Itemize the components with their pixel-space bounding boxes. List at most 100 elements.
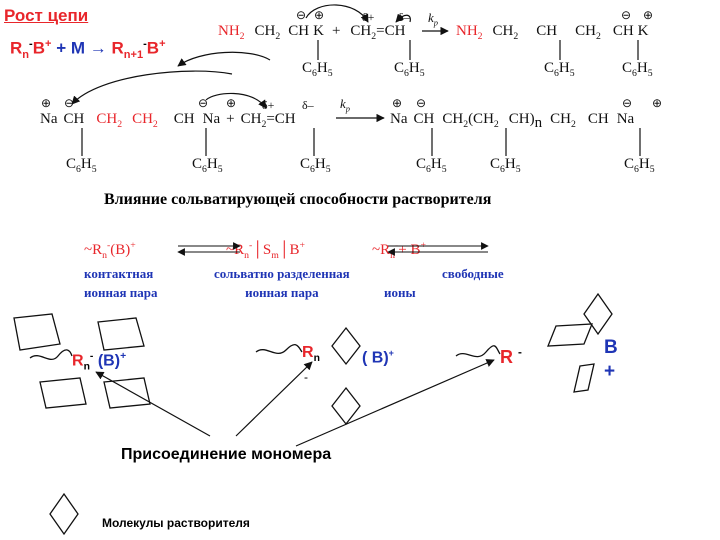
minus-charge-2d: ⊖ <box>622 96 633 110</box>
c6h5-1c: C6H5 <box>544 60 575 79</box>
curved-arrow-1c <box>177 51 271 67</box>
eq-monomer: + M → <box>56 38 107 58</box>
reaction-row-1-product: NH2 CH2 CH CH2 CH K <box>456 22 649 42</box>
c6h5-2e: C6H5 <box>490 156 521 175</box>
eq-n1: n+1 <box>123 49 144 62</box>
reaction-row-2: Na CH CH2 CH2 CH Na + CH2=CH <box>40 110 296 130</box>
na-3: Na <box>390 111 408 127</box>
solvent-shape-1 <box>13 313 61 351</box>
chain-tail-1 <box>29 349 73 361</box>
solvent-shape-6 <box>331 386 361 426</box>
eq-plus1: + <box>45 38 52 50</box>
ch-2a: CH <box>63 111 85 127</box>
eq-minus: - <box>29 38 33 50</box>
diag-r-free: R - <box>500 346 522 367</box>
eqch-1: =CH <box>376 23 406 39</box>
minus-charge-2c: ⊖ <box>416 96 427 110</box>
monomer-arrow-1 <box>95 371 211 437</box>
solvent-shape-5 <box>331 326 361 366</box>
ch2-1: CH2 <box>254 23 281 42</box>
eq-b2: B <box>146 38 160 58</box>
kp-2: kp <box>340 96 350 114</box>
monomer-addition-label: Присоединение мономера <box>121 446 332 463</box>
diag-b-sep: ( B)+ <box>362 348 394 367</box>
plus-charge-2d: ⊕ <box>652 96 663 110</box>
c6h5-2b: C6H5 <box>192 156 223 175</box>
ch-r1: CH <box>536 23 558 39</box>
ch2-r2: CH2 <box>575 23 601 42</box>
minus-charge-1: ⊖ <box>296 8 307 22</box>
ch2-chain: CH2(CH2 <box>442 111 499 130</box>
curved-arrow-1a <box>305 4 369 23</box>
c6h5-1b: C6H5 <box>394 60 425 79</box>
plus-charge-r1: ⊕ <box>643 8 654 22</box>
curved-arrow-1b <box>395 13 411 23</box>
c6h5-2a: C6H5 <box>66 156 97 175</box>
plus-1: + <box>331 23 341 39</box>
eq-plus2: + <box>159 38 166 50</box>
ch-r2: CH <box>612 23 634 39</box>
kp-1: kp <box>428 10 438 28</box>
eq-r1: R <box>10 38 23 58</box>
c6h5-2c: C6H5 <box>300 156 331 175</box>
ch2-2: CH2 <box>350 23 377 42</box>
ch2-2d: CH2 <box>550 111 576 130</box>
ch2-2c: CH2 <box>240 111 267 130</box>
monomer-arrow-3 <box>295 359 495 447</box>
na-4: Na <box>616 111 635 127</box>
ch2-r1: CH2 <box>492 23 519 42</box>
k-1: K <box>313 23 324 39</box>
eq-n: n <box>22 49 30 62</box>
chain-tail-2 <box>255 344 303 355</box>
reaction-row-2-product: Na CH CH2(CH2 CH)n CH2 CH Na <box>390 110 634 132</box>
k-r: K <box>637 23 649 39</box>
diag-b-free: B+ <box>604 337 618 382</box>
curved-arrow-2a <box>205 92 267 109</box>
eq-minus2: - <box>143 38 147 50</box>
c6h5-1d: C6H5 <box>622 60 653 79</box>
plus-charge-2b: ⊕ <box>226 96 237 110</box>
na-1: Na <box>40 111 58 127</box>
plus-charge-2c: ⊕ <box>392 96 403 110</box>
diag-rn-sep-minus: - <box>304 370 308 384</box>
na-2: Na <box>202 111 221 127</box>
plus-2: + <box>226 111 235 127</box>
c6h5-2d: C6H5 <box>416 156 447 175</box>
eq-b1: B <box>32 38 45 58</box>
minus-charge-2a: ⊖ <box>64 96 75 110</box>
curved-arrow-2b <box>71 70 233 105</box>
diag-rn-b: Rn- (B)+ <box>72 351 127 373</box>
delta-minus-2: δ– <box>302 98 314 112</box>
growth-equation: Rn-B+ + M → Rn+1-B+ <box>10 38 166 61</box>
solvent-shape-8 <box>547 323 593 347</box>
diag-rn-sep: Rn <box>302 344 320 365</box>
ch-2c: CH <box>413 111 435 127</box>
plus-charge-1: ⊕ <box>314 8 325 22</box>
ch2-2b: CH2 <box>132 111 158 130</box>
ch-chain-close: CH) <box>508 111 535 127</box>
solvent-shape-2 <box>97 317 145 351</box>
solvent-molecules-label: Молекулы растворителя <box>102 516 250 530</box>
c6h5-1a: C6H5 <box>302 60 333 79</box>
chain-tail-3 <box>455 345 501 358</box>
eqch-2: =CH <box>266 111 296 127</box>
solvent-shape-9 <box>573 363 595 393</box>
ch-2d: CH <box>587 111 609 127</box>
species-contact: ~Rn-(B)+ <box>84 240 136 261</box>
ch-1: CH <box>288 23 310 39</box>
solvent-shape-4 <box>103 377 151 409</box>
ch-2b: CH <box>173 111 195 127</box>
c6h5-2f: C6H5 <box>624 156 655 175</box>
eq-r2: R <box>111 38 124 58</box>
slide-title: Рост цепи <box>4 6 89 25</box>
nh2-right: NH2 <box>456 23 483 42</box>
nh2-left: NH2 <box>218 23 245 42</box>
reaction-row-1: NH2 CH2 CH K + CH2=CH <box>218 22 405 42</box>
solvent-shape-3 <box>39 377 87 409</box>
legend-solvent-shape <box>49 492 79 536</box>
plus-charge-2a: ⊕ <box>41 96 52 110</box>
